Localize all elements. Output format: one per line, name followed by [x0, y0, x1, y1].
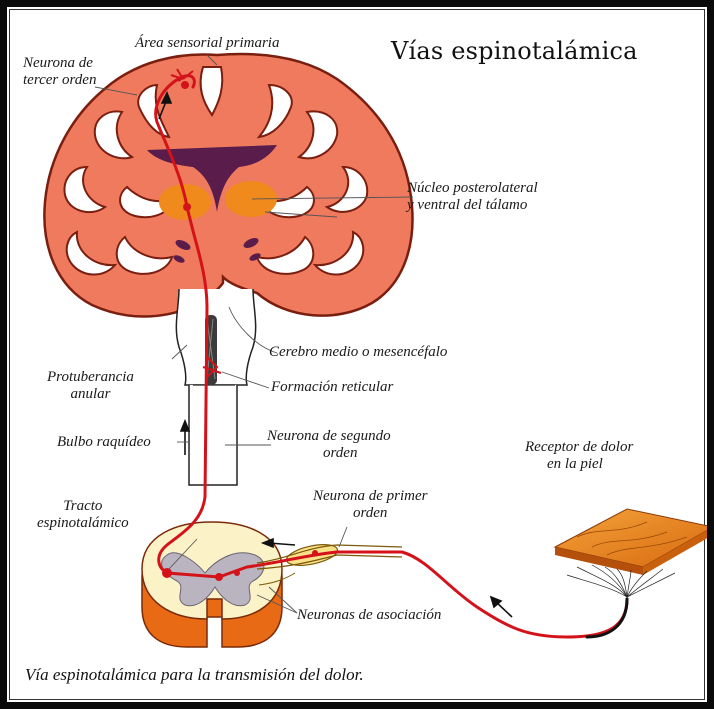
label-neurona-primer-orden: Neurona de primer orden: [313, 488, 427, 523]
label-formacion-reticular: Formación reticular: [271, 379, 393, 396]
brain-section: [44, 54, 412, 317]
label-neurona-tercer-orden: Neurona de tercer orden: [23, 55, 96, 90]
label-nucleo-talamo: Núcleo posterolateral y ventral del tála…: [407, 180, 538, 215]
label-protuberancia: Protuberancia anular: [47, 369, 134, 404]
medulla-outline: [189, 385, 237, 485]
label-neuronas-asociacion: Neuronas de asociación: [297, 607, 441, 624]
brainstem: [176, 289, 255, 485]
label-bulbo: Bulbo raquídeo: [57, 434, 151, 451]
label-neurona-segundo-orden: Neurona de segundo orden: [267, 428, 391, 463]
figure-caption: Vía espinotalámica para la transmisión d…: [25, 665, 364, 685]
skin-receptor: [555, 509, 707, 597]
label-cerebro-medio: Cerebro medio o mesencéfalo: [269, 344, 447, 361]
label-receptor-dolor: Receptor de dolor en la piel: [525, 439, 633, 474]
label-area-sensorial: Área sensorial primaria: [135, 35, 279, 52]
diagram-title: Vías espinotalámica: [391, 37, 638, 65]
label-tracto-espinotalamico: Tracto espinotalámico: [37, 498, 129, 533]
